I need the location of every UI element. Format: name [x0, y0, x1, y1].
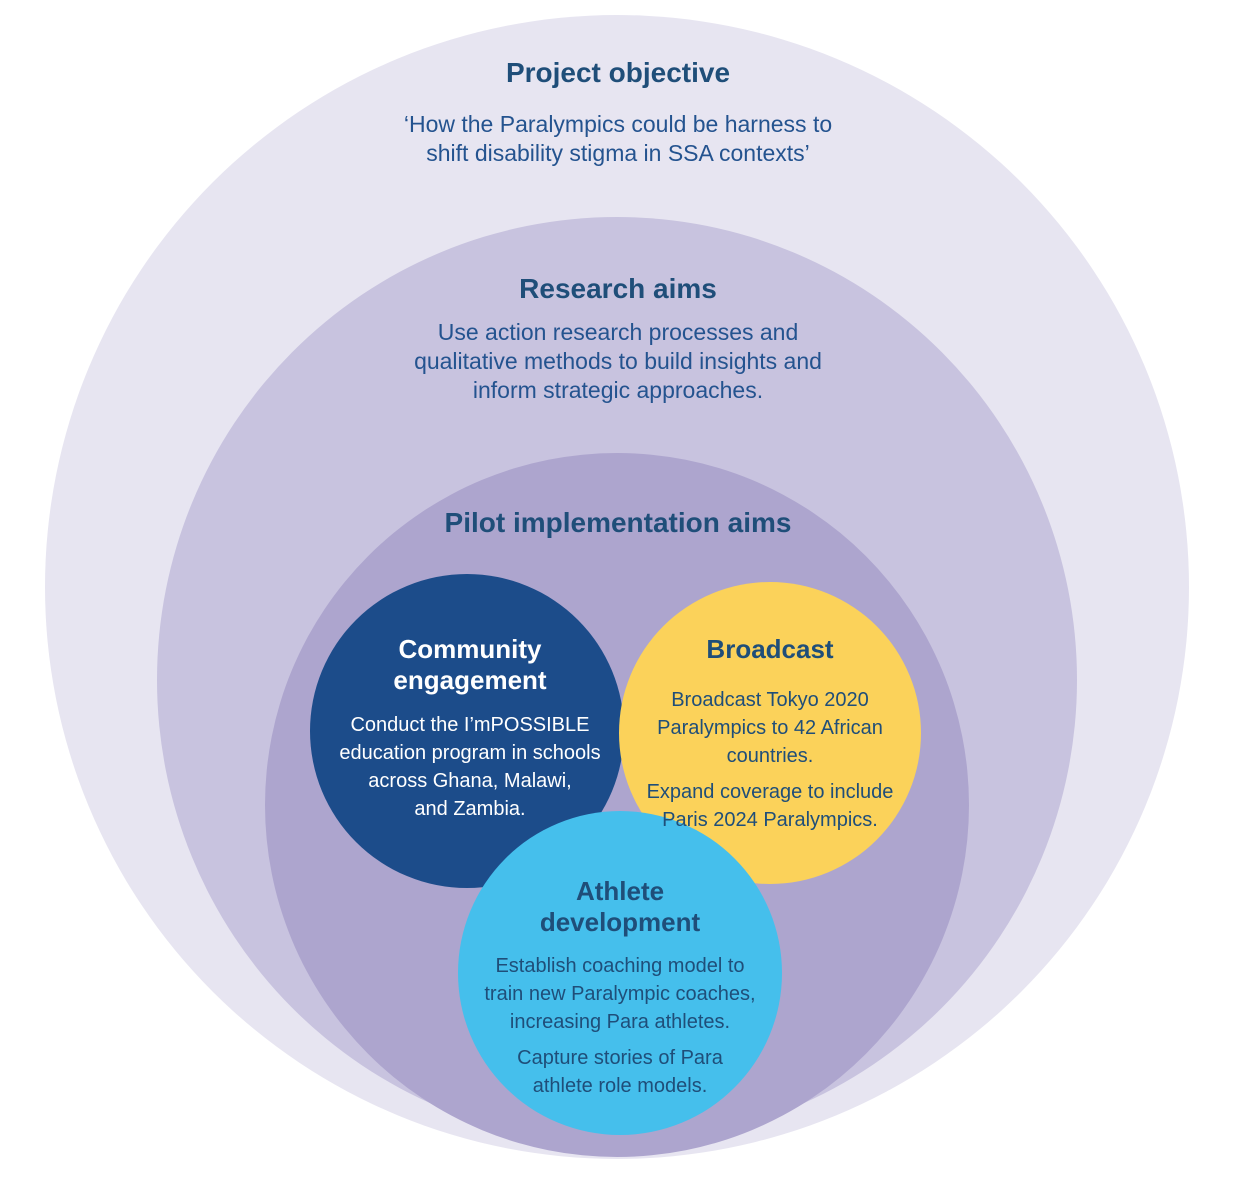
research-aims-title: Research aims	[519, 273, 717, 304]
athlete-paragraph-1: Establish coaching model to train new Pa…	[460, 952, 780, 1036]
community-text-line: Conduct the I’mPOSSIBLE	[350, 714, 590, 736]
project-objective-line: shift disability stigma in SSA contexts’	[426, 140, 810, 166]
project-objective-text: ‘How the Paralympics could be harness to…	[318, 110, 918, 168]
research-aims-line: inform strategic approaches.	[472, 377, 764, 403]
athlete-title-line: Athlete	[575, 876, 665, 906]
research-aims-line: qualitative methods to build insights an…	[414, 348, 822, 374]
project-objective-title: Project objective	[505, 57, 731, 88]
athlete-development-circle	[458, 811, 782, 1135]
broadcast-paragraph-2: Expand coverage to include Paris 2024 Pa…	[620, 778, 920, 834]
athlete-text-line: increasing Para athletes.	[509, 1011, 731, 1033]
broadcast-text-line: countries.	[726, 745, 814, 767]
research-aims-line: Use action research processes and	[437, 319, 799, 345]
community-text-line: and Zambia.	[414, 798, 526, 820]
pilot-implementation-title: Pilot implementation aims	[444, 507, 792, 538]
community-title-line: engagement	[393, 665, 547, 695]
broadcast-text-line: Paralympics to 42 African	[657, 717, 883, 739]
athlete-title-line: development	[539, 907, 701, 937]
community-engagement-text: Conduct the I’mPOSSIBLE education progra…	[315, 711, 625, 823]
athlete-text-line: train new Paralympic coaches,	[484, 983, 756, 1005]
athlete-text-line: Capture stories of Para	[517, 1047, 723, 1069]
broadcast-paragraph-1: Broadcast Tokyo 2020 Paralympics to 42 A…	[620, 686, 920, 770]
community-text-line: education program in schools	[339, 742, 601, 764]
community-text-line: across Ghana, Malawi,	[368, 770, 572, 792]
broadcast-text-line: Expand coverage to include	[646, 781, 894, 803]
project-objective-line: ‘How the Paralympics could be harness to	[403, 111, 833, 137]
broadcast-text-line: Broadcast Tokyo 2020	[671, 689, 869, 711]
athlete-paragraph-2: Capture stories of Para athlete role mod…	[460, 1044, 780, 1100]
community-engagement-title: Community engagement	[320, 634, 620, 696]
athlete-development-title: Athlete development	[460, 876, 780, 938]
research-aims-text: Use action research processes and qualit…	[318, 318, 918, 405]
broadcast-text-line: Paris 2024 Paralympics.	[662, 809, 878, 831]
athlete-text-line: Establish coaching model to	[495, 955, 745, 977]
athlete-text-line: athlete role models.	[532, 1075, 708, 1097]
community-title-line: Community	[398, 634, 542, 664]
broadcast-title: Broadcast	[706, 634, 834, 664]
